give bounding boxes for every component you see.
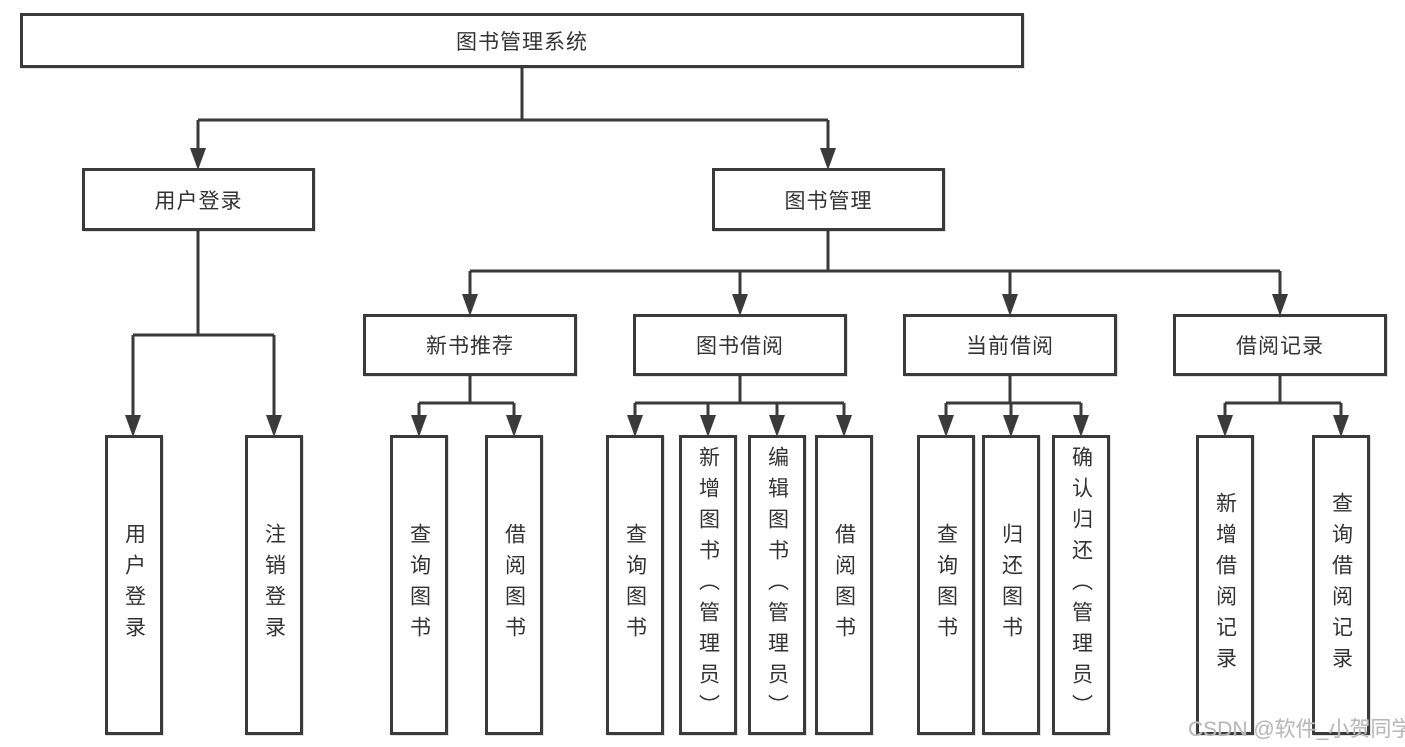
node-borrowing-records-label: 借阅记录 (1236, 335, 1324, 358)
node-borrowing-records: 借阅记录 (1173, 314, 1387, 376)
leaf-query-book-current: 查询图书 (917, 435, 975, 735)
leaf-return-book: 归还图书 (982, 435, 1040, 735)
node-book-management-label: 图书管理 (784, 189, 873, 213)
leaf-add-book-admin-label: 新增图书（管理员） (696, 445, 720, 725)
leaf-edit-book-admin: 编辑图书（管理员） (748, 435, 806, 735)
leaf-query-book-borrow: 查询图书 (606, 435, 664, 735)
leaf-return-book-label: 归还图书 (999, 523, 1023, 647)
node-new-book-recommend-label: 新书推荐 (426, 335, 514, 358)
node-root: 图书管理系统 (20, 13, 1024, 68)
node-root-label: 图书管理系统 (456, 30, 588, 54)
leaf-user-login: 用户登录 (105, 435, 163, 735)
leaf-query-book-borrow-label: 查询图书 (623, 523, 647, 647)
leaf-borrow-book-label: 借阅图书 (832, 523, 856, 647)
leaf-logout: 注销登录 (245, 435, 303, 735)
leaf-add-book-admin: 新增图书（管理员） (679, 435, 737, 735)
node-book-borrowing-label: 图书借阅 (696, 335, 784, 358)
leaf-borrow-book: 借阅图书 (815, 435, 873, 735)
leaf-query-borrow-record-label: 查询借阅记录 (1329, 492, 1353, 678)
leaf-user-login-label: 用户登录 (122, 523, 146, 647)
leaf-query-book-current-label: 查询图书 (934, 523, 958, 647)
leaf-add-borrow-record: 新增借阅记录 (1196, 435, 1254, 735)
node-new-book-recommend: 新书推荐 (363, 314, 577, 376)
node-current-borrowing: 当前借阅 (903, 314, 1117, 376)
node-book-borrowing: 图书借阅 (633, 314, 847, 376)
leaf-borrow-book-recommend: 借阅图书 (485, 435, 543, 735)
arrowhead-icons (125, 148, 1349, 437)
node-book-management: 图书管理 (712, 168, 945, 231)
leaf-query-borrow-record: 查询借阅记录 (1312, 435, 1370, 735)
leaf-add-borrow-record-label: 新增借阅记录 (1213, 492, 1237, 678)
leaf-edit-book-admin-label: 编辑图书（管理员） (765, 445, 789, 725)
node-user-login: 用户登录 (82, 168, 315, 231)
leaf-query-book-recommend-label: 查询图书 (407, 523, 431, 647)
node-current-borrowing-label: 当前借阅 (966, 335, 1054, 358)
csdn-watermark: CSDN @软件_小贺同学 (1188, 718, 1405, 741)
leaf-borrow-book-recommend-label: 借阅图书 (502, 523, 526, 647)
leaf-logout-label: 注销登录 (262, 523, 286, 647)
leaf-query-book-recommend: 查询图书 (390, 435, 448, 735)
leaf-confirm-return-admin-label: 确认归还（管理员） (1069, 445, 1093, 725)
node-user-login-label: 用户登录 (154, 189, 243, 213)
leaf-confirm-return-admin: 确认归还（管理员） (1052, 435, 1110, 735)
